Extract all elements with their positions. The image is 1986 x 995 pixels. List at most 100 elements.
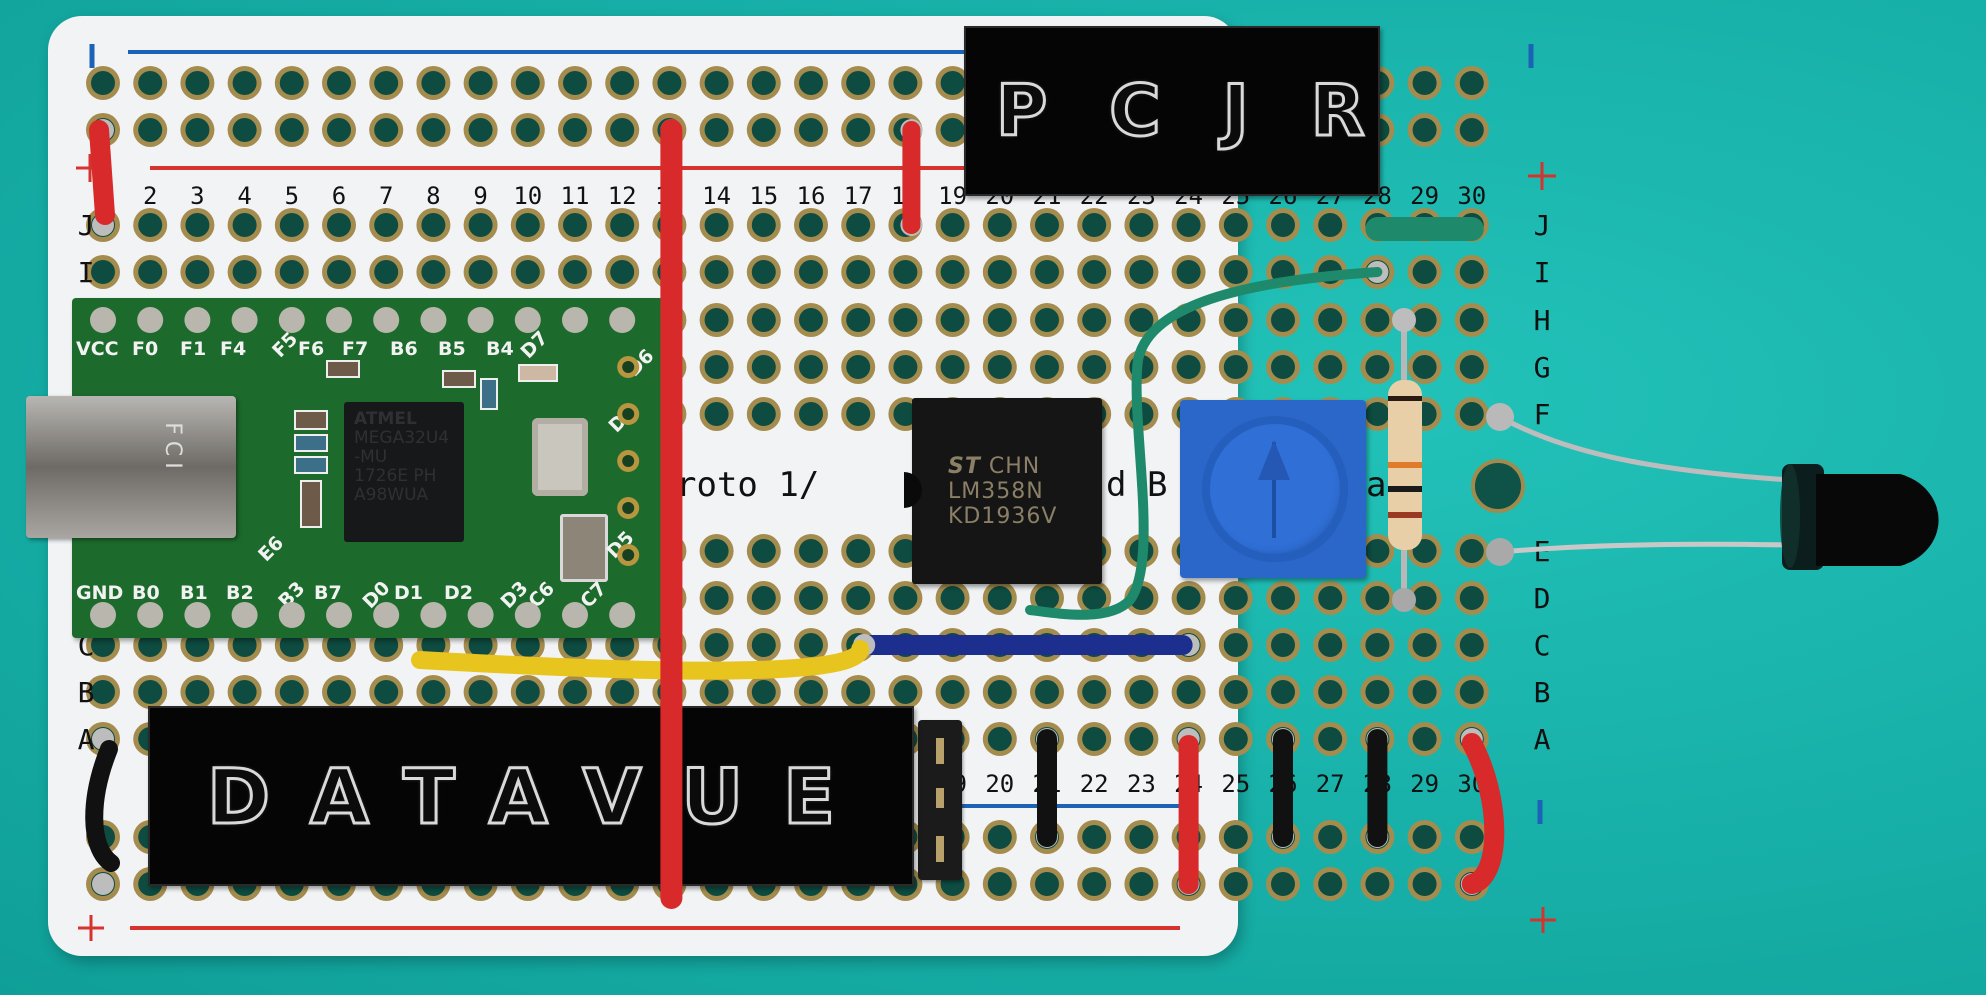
solder-joint: [467, 307, 494, 333]
perf-hole: [1454, 303, 1489, 337]
column-number: 9: [473, 182, 487, 210]
column-number: 6: [332, 182, 346, 210]
trimmer-potentiometer[interactable]: [1180, 400, 1366, 578]
perf-hole: [1454, 350, 1489, 384]
perf-hole: [935, 303, 970, 337]
opamp-marking: ST CHN LM358N KD1936V: [948, 454, 1058, 529]
perf-hole: [1124, 675, 1159, 709]
row-letter: J: [78, 209, 95, 242]
column-number: 25: [1221, 770, 1250, 798]
atmega32u4-chip: [344, 402, 464, 542]
pin-label-f4: F4: [220, 338, 247, 360]
column-number: 4: [237, 182, 251, 210]
perf-hole: [605, 255, 640, 289]
perf-hole: [841, 350, 876, 384]
reset-button[interactable]: [532, 418, 588, 496]
smd-resistor: [294, 434, 328, 452]
perf-hole: [274, 113, 309, 147]
perf-hole: [605, 66, 640, 100]
perf-hole: [841, 66, 876, 100]
perf-hole: [1030, 208, 1064, 242]
perf-hole: [794, 534, 828, 568]
perf-hole: [605, 675, 640, 709]
perf-hole: [1266, 350, 1300, 384]
perf-hole: [1407, 722, 1442, 756]
perf-hole: [841, 113, 876, 147]
perf-hole: [841, 581, 876, 615]
perf-hole: [416, 113, 451, 147]
smd-capacitor: [294, 410, 328, 430]
perf-hole: [699, 581, 734, 615]
perf-hole: [1124, 208, 1159, 242]
perf-hole: [1030, 255, 1064, 289]
column-number: 17: [844, 182, 873, 210]
column-number: 14: [702, 182, 731, 210]
pin-label-b0: B0: [132, 582, 160, 604]
perf-hole: [841, 534, 876, 568]
dymo-label-bottom: DATAVUE: [148, 706, 914, 886]
perf-hole: [794, 350, 828, 384]
perf-hole: [794, 628, 828, 662]
solder-joint: [420, 602, 447, 628]
perf-hole: [746, 397, 781, 431]
perf-hole: [1171, 350, 1206, 384]
perf-hole: [180, 675, 215, 709]
pin-label-f1: F1: [180, 338, 207, 360]
perf-hole: [1360, 303, 1395, 337]
pin-label-gnd: GND: [76, 582, 124, 604]
column-number: 29: [1410, 770, 1439, 798]
perf-hole: [510, 675, 545, 709]
solder-joint: [562, 602, 588, 628]
perf-hole: [794, 66, 828, 100]
column-number: 29: [1410, 182, 1439, 210]
solder-joint: [373, 602, 400, 628]
perf-hole: [558, 113, 592, 147]
column-number: 16: [797, 182, 826, 210]
perf-hole: [982, 820, 1017, 854]
perf-hole: [274, 66, 309, 100]
perf-hole: [86, 675, 120, 709]
usb-connector[interactable]: FCI: [26, 396, 236, 538]
smd-resistor: [294, 456, 328, 474]
perf-hole: [888, 675, 923, 709]
perf-hole: [1313, 820, 1348, 854]
perf-hole: [1266, 303, 1300, 337]
perf-hole: [227, 66, 262, 100]
perf-hole: [322, 255, 356, 289]
perf-hole: [133, 66, 168, 100]
resistor: [1388, 308, 1422, 612]
perf-hole: [746, 66, 781, 100]
perf-hole: [1454, 628, 1489, 662]
solder-joint: [231, 602, 258, 628]
perf-hole: [982, 255, 1017, 289]
perf-hole: [982, 867, 1017, 901]
solder-joint: [278, 602, 305, 628]
perf-hole: [1266, 628, 1300, 662]
perf-hole: [1407, 113, 1442, 147]
perf-hole: [746, 675, 781, 709]
perf-hole: [1360, 534, 1395, 568]
solder-joint: [326, 307, 352, 333]
potentiometer-arrow-icon: [1272, 442, 1276, 538]
pin-label-d1: D1: [394, 582, 423, 604]
solder-joint: [373, 307, 400, 333]
perf-hole: [699, 208, 734, 242]
perf-hole: [1077, 255, 1112, 289]
perf-hole: [463, 255, 498, 289]
column-number: 8: [426, 182, 440, 210]
perf-hole: [1030, 303, 1064, 337]
perf-hole: [699, 66, 734, 100]
perf-hole: [510, 66, 545, 100]
perf-hole: [180, 255, 215, 289]
perf-hole: [935, 208, 970, 242]
perf-hole: [180, 113, 215, 147]
perf-hole: [841, 675, 876, 709]
perf-hole: [133, 208, 168, 242]
pin-label-f0: F0: [132, 338, 159, 360]
smd-capacitor: [300, 480, 322, 528]
column-number: 10: [513, 182, 542, 210]
perf-hole: [1171, 208, 1206, 242]
perf-hole: [227, 675, 262, 709]
